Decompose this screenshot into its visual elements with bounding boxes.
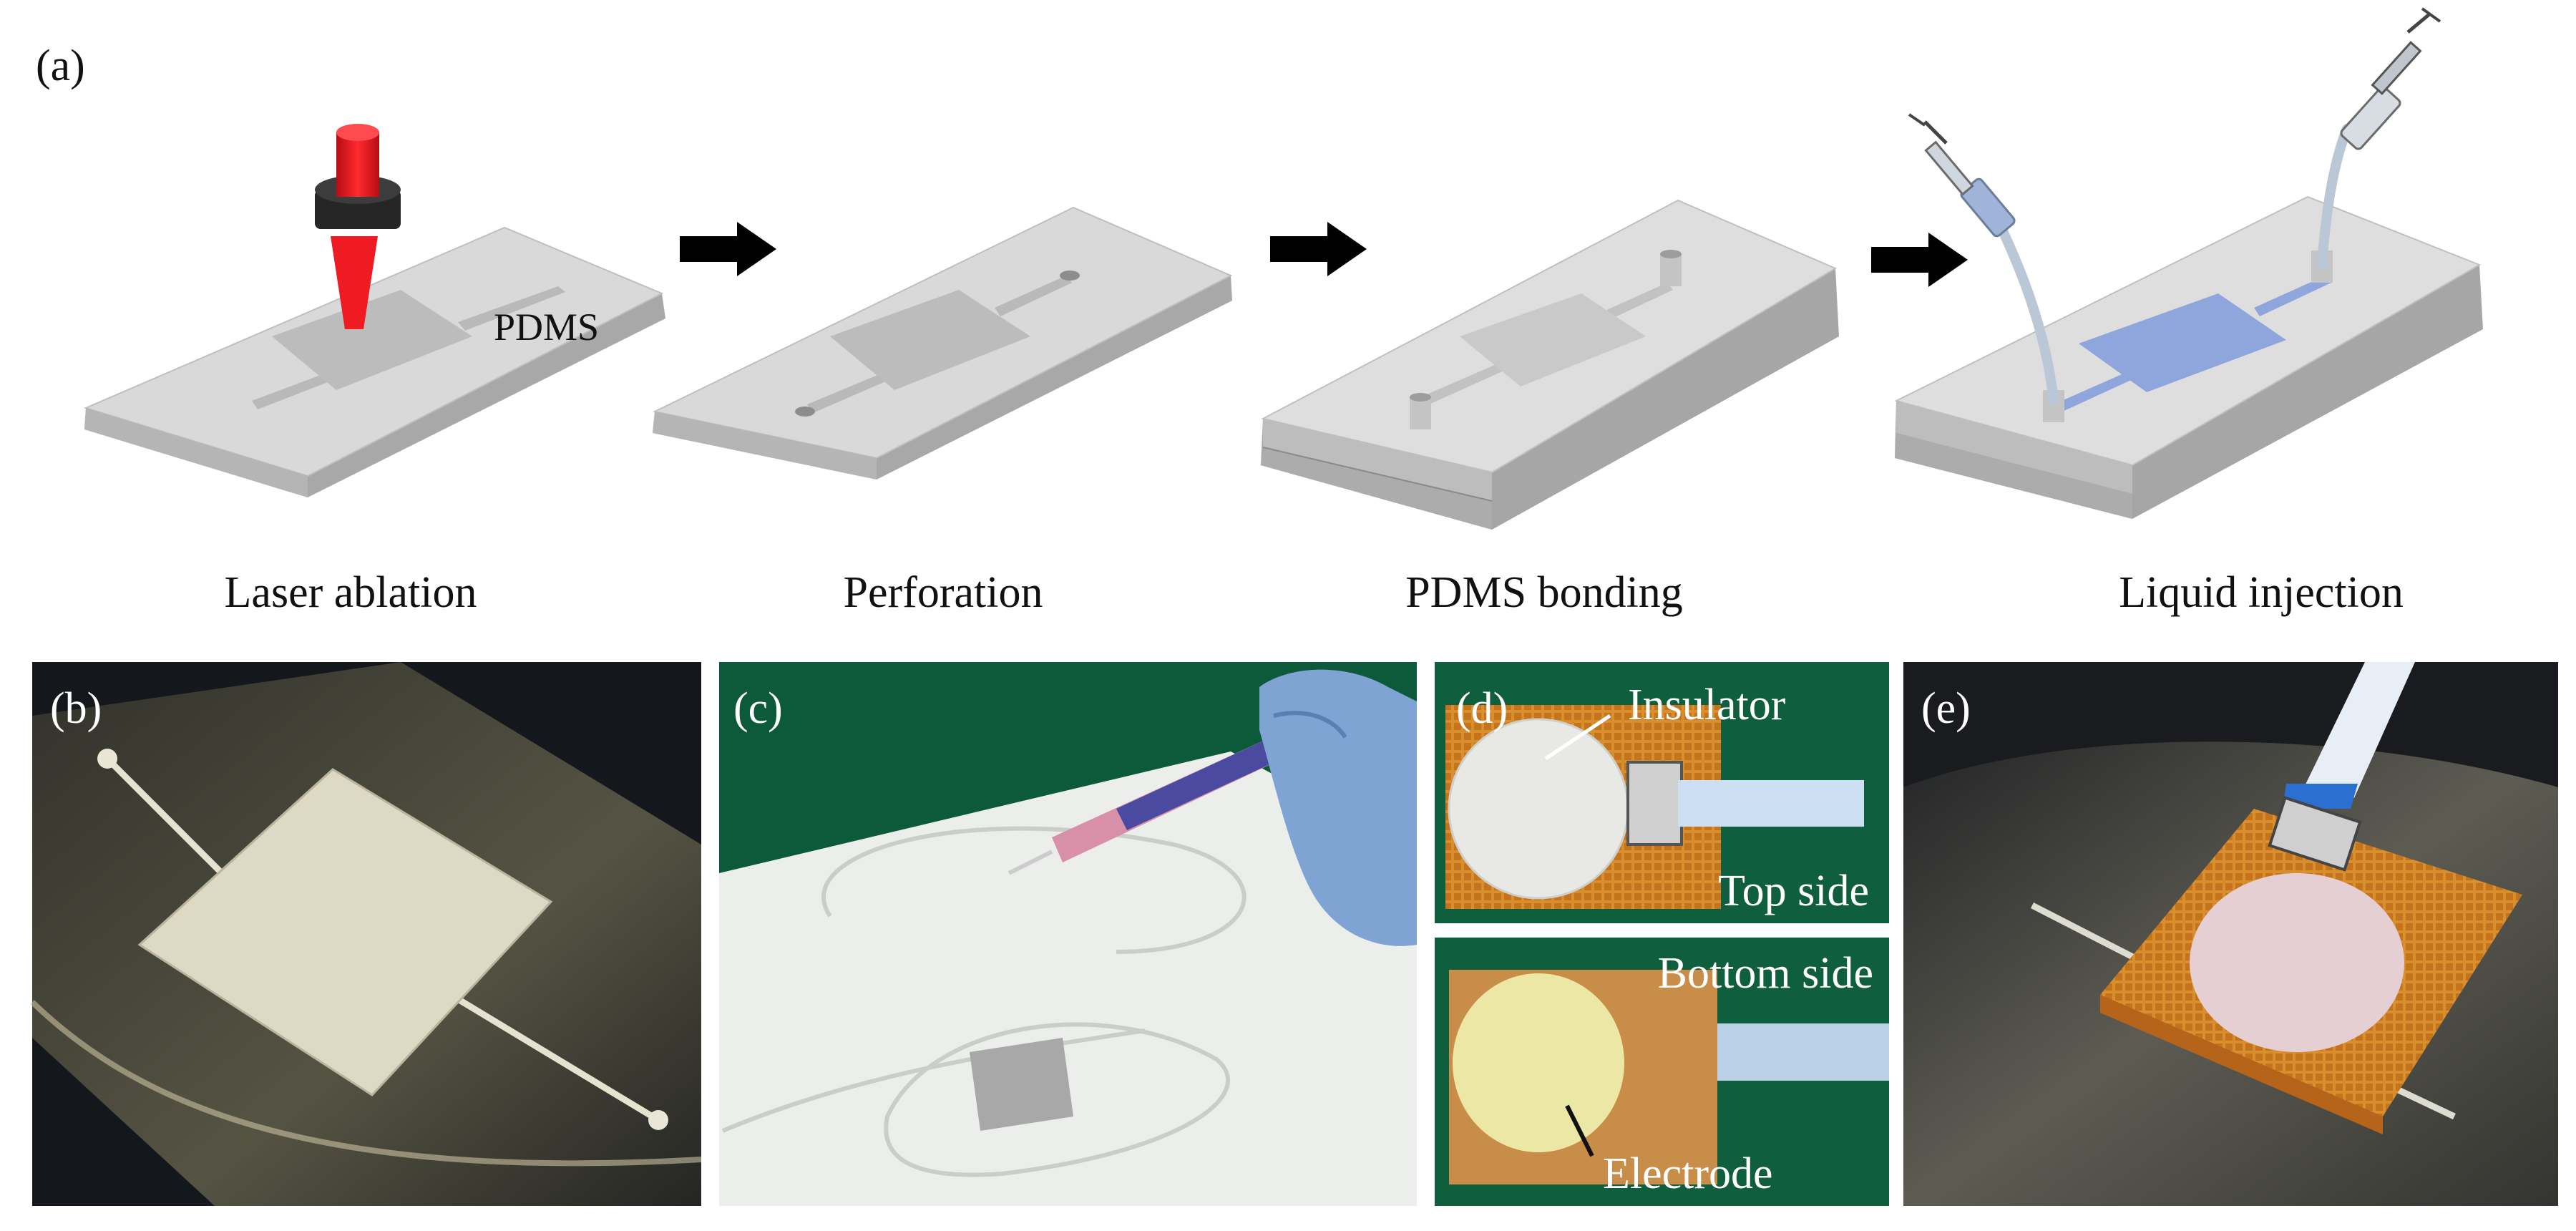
panel-c: (c): [719, 662, 1417, 1206]
top-side-label: Top side: [1718, 867, 1869, 915]
device-pad: [970, 1038, 1073, 1131]
step-label-perforation: Perforation: [844, 568, 1043, 617]
panel-c-label: (c): [733, 684, 783, 733]
arrow-right-icon: [1270, 222, 1367, 276]
fpc-cable: [2304, 662, 2415, 798]
slab-perforation: [652, 206, 1233, 480]
gloved-hand: [1259, 669, 1417, 946]
step-label-laser-ablation: Laser ablation: [225, 568, 477, 617]
insulator-label: Insulator: [1628, 681, 1786, 729]
electrode-disc: [1453, 973, 1624, 1152]
slab-pdms-bonding: [1261, 199, 1839, 530]
arrow-right-icon: [1871, 233, 1968, 287]
syringe-icon: [2340, 7, 2441, 150]
panel-d-label: (d): [1456, 684, 1508, 733]
pdms-label: PDMS: [494, 306, 599, 349]
panel-e: (e): [1903, 662, 2558, 1206]
insulator-disc: [2190, 873, 2404, 1052]
fpc-cable: [1678, 780, 1864, 827]
slab-liquid-injection: [1894, 195, 2483, 519]
electrode-label: Electrode: [1603, 1149, 1773, 1198]
panel-b: (b): [30, 662, 702, 1206]
panel-a: (a) PDMS: [36, 7, 2483, 617]
slab-laser-ablation: [84, 226, 665, 497]
tubing: [1999, 124, 2352, 406]
panel-d-top: (d) Insulator Top side: [1435, 662, 1889, 923]
step-label-liquid-injection: Liquid injection: [2119, 568, 2404, 617]
arrow-right-icon: [680, 222, 776, 276]
syringe-icon: [1008, 723, 1313, 875]
laser-head-icon: [315, 124, 401, 329]
connector: [1626, 761, 1683, 846]
panel-e-label: (e): [1921, 684, 1971, 733]
fpc-cable-back: [1717, 1023, 1889, 1081]
connector: [2268, 796, 2362, 872]
syringe-icon: [1908, 113, 2016, 238]
ablated-electrode-square: [140, 769, 551, 1095]
panel-d-bottom: Bottom side Electrode: [1435, 938, 1889, 1206]
step-label-pdms-bonding: PDMS bonding: [1405, 568, 1683, 617]
bottom-side-label: Bottom side: [1658, 949, 1873, 998]
insulator-disc: [1448, 718, 1629, 900]
panel-a-label: (a): [36, 42, 85, 90]
panel-b-label: (b): [50, 684, 102, 733]
